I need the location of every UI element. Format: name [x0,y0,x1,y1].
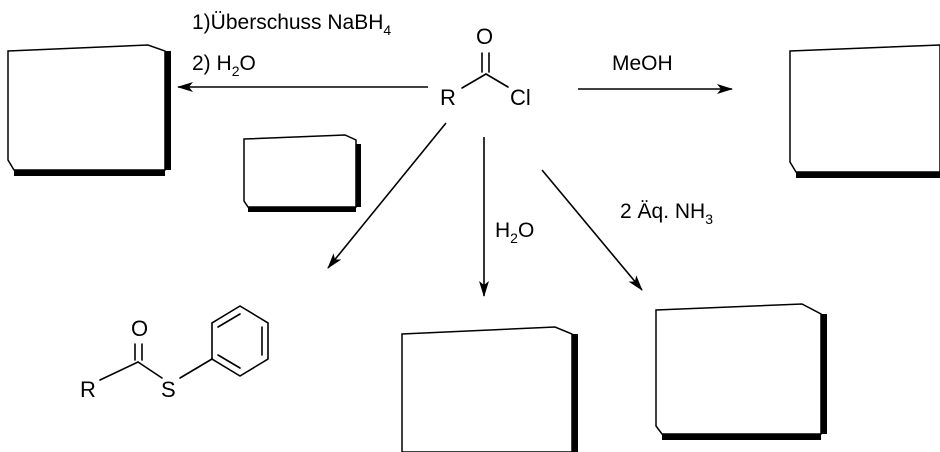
reagent-methanol: MeOH [612,52,673,75]
box-face [401,326,573,452]
bond-r-c [461,73,487,89]
acid-chloride-molecule: R O Cl [440,24,531,110]
benzene-ring [211,305,269,377]
bond-r-c [99,361,139,381]
benzene-inner-bond-1 [217,313,241,328]
box-face [655,303,822,435]
answer-box-ester[interactable] [789,44,940,178]
thioester-s-label: S [161,377,176,402]
bond-s-ring [179,358,213,379]
acid-chloride-cl-label: Cl [510,85,531,110]
benzene-inner-bond-3 [217,354,241,369]
reagent-water: H2O [495,219,534,246]
thioester-o-label: O [131,316,148,341]
bond-c-cl [485,73,509,88]
arrow-to-amide [541,169,643,291]
acid-chloride-r-label: R [440,85,456,110]
acid-chloride-o-label: O [476,24,493,49]
reagent-reduction-step1: 1)Überschuss NaBH4 [192,11,391,38]
reagent-ammonia: 2 Äq. NH3 [620,200,713,227]
answer-box-acid[interactable] [401,326,578,452]
answer-box-amide[interactable] [655,303,827,440]
box-face [7,44,166,171]
answer-box-reagent[interactable] [243,134,361,212]
bond-c-s [137,361,163,379]
box-face [789,44,940,173]
arrow-to-thioester [327,122,447,269]
box-face [243,134,357,208]
thioester-r-label: R [80,377,96,402]
answer-box-reduction-product[interactable] [7,44,171,176]
thioester-molecule: R O S [80,305,269,402]
box-shadow [796,172,940,178]
reagent-reduction-step2: 2) H2O [192,52,256,79]
